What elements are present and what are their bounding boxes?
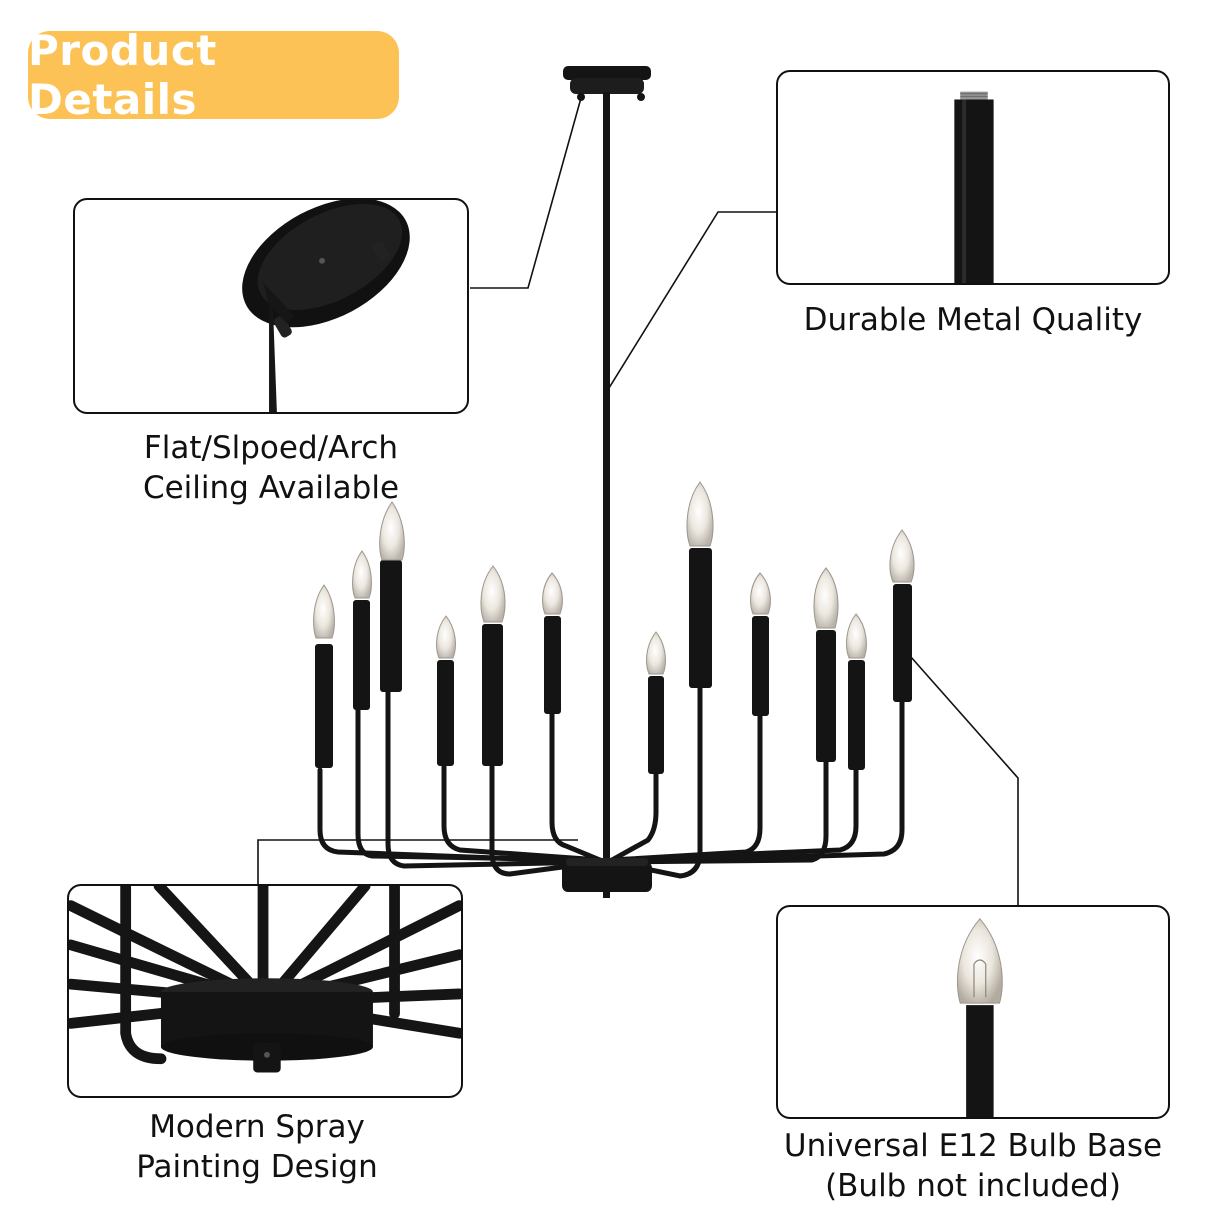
bulb-caption: Universal E12 Bulb Base (Bulb not includ… bbox=[766, 1126, 1180, 1206]
rod-detail-image bbox=[776, 70, 1170, 285]
canopy-caption-line1: Flat/Slpoed/Arch bbox=[143, 430, 399, 466]
bulb-closeup-graphic bbox=[956, 918, 1003, 1117]
candle-sleeves bbox=[315, 548, 912, 774]
center-hub-closeup-graphic bbox=[69, 886, 461, 1073]
bulb-caption-line2: (Bulb not included) bbox=[825, 1168, 1121, 1204]
arms bbox=[317, 683, 905, 879]
center-hub-caption-line2: Painting Design bbox=[136, 1149, 378, 1185]
bulb-detail-image bbox=[776, 905, 1170, 1119]
rod-closeup-graphic bbox=[954, 91, 994, 283]
down-rod bbox=[603, 92, 610, 867]
bulb-caption-line1: Universal E12 Bulb Base bbox=[783, 1128, 1163, 1164]
leader-lines bbox=[257, 97, 1019, 905]
product-details-badge: Product Details bbox=[28, 26, 399, 124]
center-hub-caption-line1: Modern Spray bbox=[149, 1109, 365, 1145]
canopy-caption: Flat/Slpoed/Arch Ceiling Available bbox=[73, 428, 469, 508]
candle-bulbs bbox=[313, 481, 915, 675]
canopy bbox=[563, 66, 651, 101]
center-hub-caption: Modern Spray Painting Design bbox=[57, 1107, 457, 1187]
rod-caption-line1: Durable Metal Quality bbox=[803, 302, 1143, 338]
canopy-detail-image bbox=[73, 198, 469, 414]
rod-caption: Durable Metal Quality bbox=[776, 300, 1170, 340]
center-hub-detail-image bbox=[67, 884, 463, 1098]
canopy-caption-line2: Ceiling Available bbox=[142, 470, 400, 506]
center-hub bbox=[562, 858, 652, 898]
canopy-closeup-graphic bbox=[242, 200, 410, 412]
